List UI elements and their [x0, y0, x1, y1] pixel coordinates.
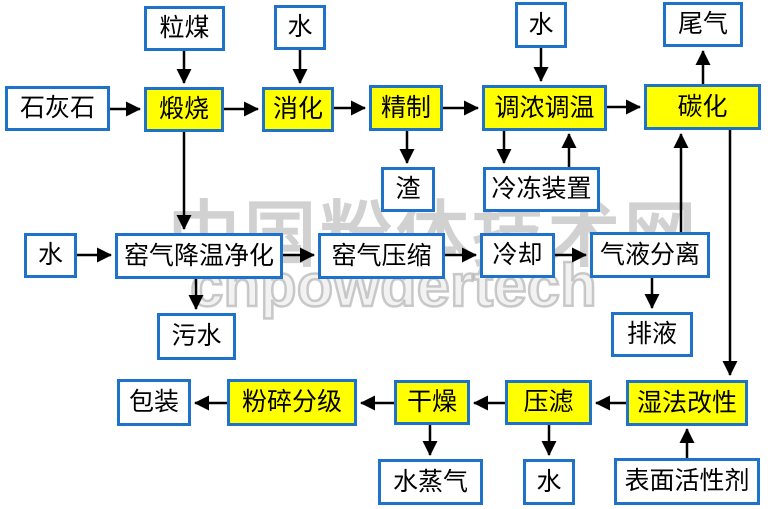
- node-packaging: 包装: [117, 379, 191, 426]
- node-crushing-classification: 粉碎分级: [227, 379, 357, 426]
- node-water-to-kiln-gas: 水: [24, 233, 77, 278]
- node-cooling: 冷却: [480, 233, 555, 278]
- node-water-to-adjust: 水: [515, 2, 567, 48]
- node-digestion: 消化: [262, 87, 334, 132]
- node-kiln-gas-compression: 窑气压缩: [318, 233, 445, 279]
- node-tail-gas: 尾气: [663, 2, 743, 47]
- node-concentration-temperature-adjustment: 调浓调温: [482, 85, 607, 131]
- node-water-vapor: 水蒸气: [378, 459, 483, 505]
- node-slag: 渣: [381, 167, 435, 212]
- node-refining: 精制: [369, 85, 443, 131]
- node-granular-coal: 粒煤: [144, 6, 225, 51]
- node-sewage: 污水: [157, 313, 236, 360]
- node-wet-modification: 湿法改性: [626, 380, 748, 426]
- node-press-filtration: 压滤: [505, 380, 592, 425]
- node-water-from-filtration: 水: [523, 459, 575, 505]
- node-gas-liquid-separation: 气液分离: [590, 232, 710, 278]
- node-drying: 干燥: [394, 380, 470, 425]
- node-calcination: 煅烧: [144, 87, 224, 132]
- node-kiln-gas-cooling-purification: 窑气降温净化: [115, 233, 283, 279]
- node-carbonization: 碳化: [644, 84, 761, 130]
- node-surfactant: 表面活性剂: [614, 458, 760, 505]
- node-water-to-digestion: 水: [274, 5, 326, 50]
- node-freezing-device: 冷冻装置: [483, 167, 600, 212]
- node-drain-liquid: 排液: [611, 312, 693, 357]
- node-limestone: 石灰石: [5, 86, 110, 131]
